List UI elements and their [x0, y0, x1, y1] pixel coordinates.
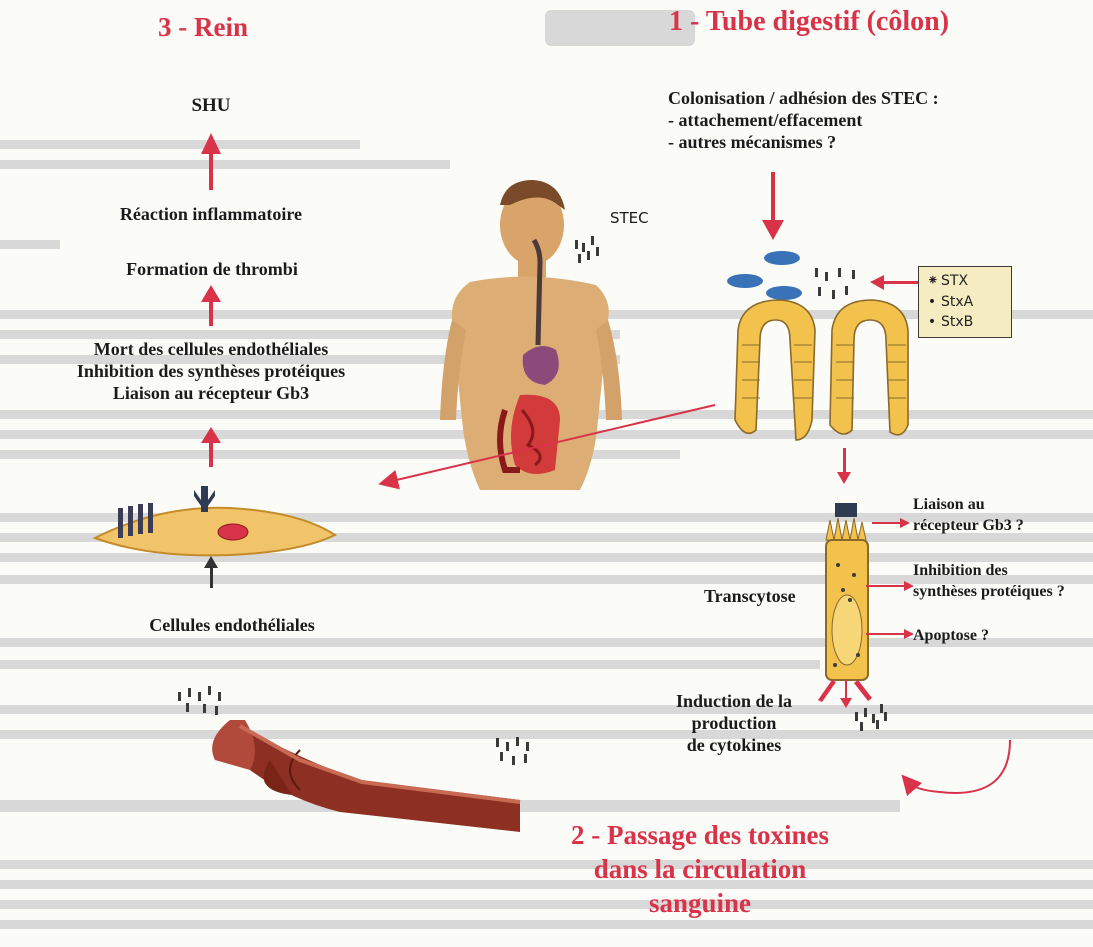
mech-line-2: Inhibition des synthèses protéiques	[24, 360, 398, 382]
liaison-line-2: récepteur Gb3 ?	[913, 515, 1024, 536]
label-colonisation: Colonisation / adhésion des STEC : - att…	[668, 87, 939, 153]
enterocyte-cell	[826, 503, 868, 680]
label-liaison: Liaison au récepteur Gb3 ?	[913, 494, 1024, 536]
mech-line-1: Mort des cellules endothéliales	[24, 338, 398, 360]
passage-line-3: sanguine	[530, 886, 870, 920]
induction-line-3: de cytokines	[644, 734, 824, 756]
legend-label-stxb: StxB	[941, 314, 973, 330]
legend-row-stx: ⁕STX	[927, 273, 968, 289]
intestinal-villi	[735, 300, 908, 440]
label-endothelial-cells: Cellules endothéliales	[112, 614, 352, 636]
liaison-line-1: Liaison au	[913, 494, 1024, 515]
section-tube-title: 1 - Tube digestif (côlon)	[669, 6, 949, 38]
human-body-illustration	[440, 180, 622, 490]
toxin-legend: ⁕STX •StxA •StxB	[918, 266, 1012, 338]
dot-symbol-icon: •	[927, 294, 937, 310]
dot-symbol-icon: •	[927, 314, 937, 330]
label-stec: STEC	[610, 209, 649, 227]
section-rein-title: 3 - Rein	[158, 12, 248, 43]
colonisation-line-1: Colonisation / adhésion des STEC :	[668, 87, 939, 109]
blood-vessel	[212, 720, 520, 832]
stx-symbol-icon: ⁕	[927, 273, 937, 289]
label-inhibition: Inhibition des synthèses protéiques ?	[913, 560, 1065, 602]
legend-label-stxa: StxA	[941, 294, 973, 310]
rein-up-arrows	[201, 133, 221, 467]
induction-line-2: production	[644, 712, 824, 734]
colonisation-arrow	[762, 172, 784, 240]
passage-line-2: dans la circulation	[530, 852, 870, 886]
legend-row-stxb: •StxB	[927, 314, 973, 330]
inhibition-line-1: Inhibition des	[913, 560, 1065, 581]
label-inflammation: Réaction inflammatoire	[80, 203, 342, 225]
label-mechanisms: Mort des cellules endothéliales Inhibiti…	[24, 338, 398, 404]
legend-row-stxa: •StxA	[927, 294, 973, 310]
label-apoptose: Apoptose ?	[913, 625, 989, 646]
stec-adhesion	[727, 251, 802, 300]
mech-line-3: Liaison au récepteur Gb3	[24, 382, 398, 404]
label-thrombi: Formation de thrombi	[90, 258, 334, 280]
colonisation-line-2: - attachement/effacement	[668, 109, 939, 131]
section-passage-title: 2 - Passage des toxines dans la circulat…	[530, 818, 870, 920]
passage-line-1: 2 - Passage des toxines	[530, 818, 870, 852]
label-induction: Induction de la production de cytokines	[644, 690, 824, 756]
label-shu: SHU	[161, 95, 261, 117]
legend-label-stx: STX	[941, 273, 968, 289]
induction-line-1: Induction de la	[644, 690, 824, 712]
inhibition-line-2: synthèses protéiques ?	[913, 581, 1065, 602]
stec-bacteria	[575, 236, 599, 263]
endothelial-cell-illustration	[95, 486, 335, 588]
colonisation-line-3: - autres mécanismes ?	[668, 131, 939, 153]
label-transcytose: Transcytose	[704, 585, 796, 607]
